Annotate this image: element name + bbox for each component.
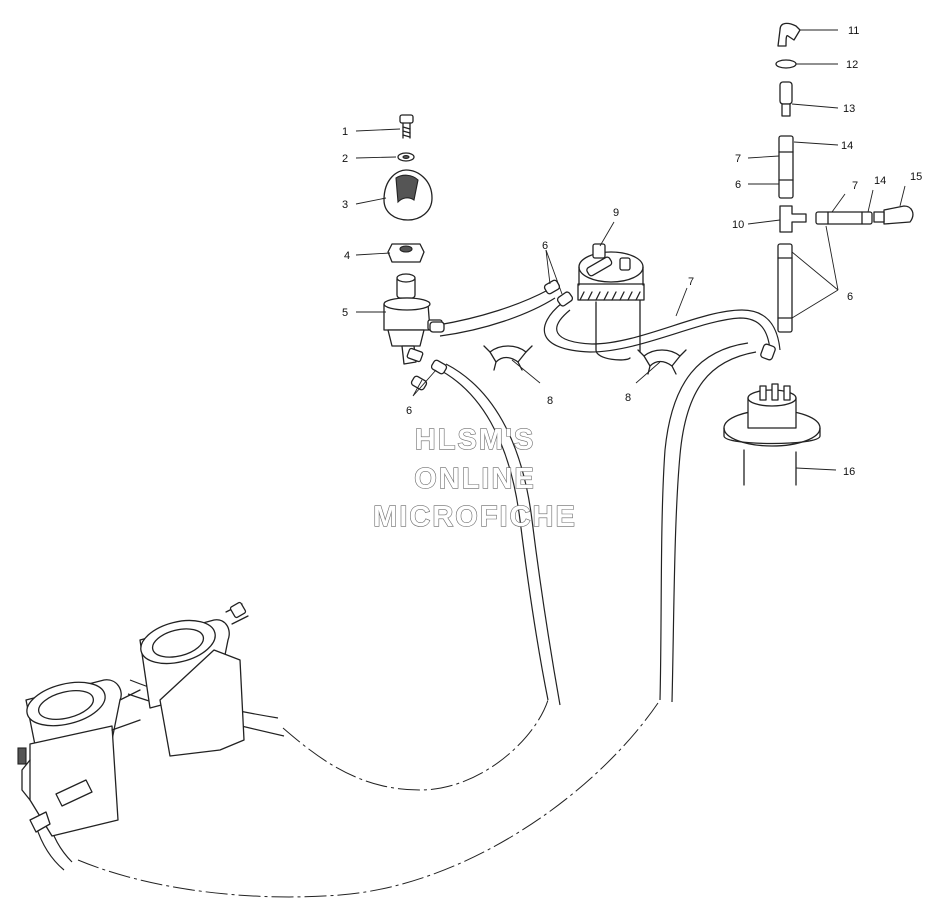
- callout-3: 3: [342, 199, 348, 211]
- callout-14-upper: 14: [841, 140, 853, 152]
- callout-13: 13: [843, 103, 855, 115]
- callout-12: 12: [846, 59, 858, 71]
- watermark: HLSM'S ONLINE MICROFICHE: [373, 423, 577, 533]
- carburetor-assembly: [17, 601, 249, 837]
- watermark-line-2: ONLINE: [414, 463, 536, 495]
- callout-6-lower-hose: 6: [406, 405, 412, 417]
- callout-16: 16: [843, 466, 855, 478]
- callout-15: 15: [910, 171, 922, 183]
- callout-6-vent-upper: 6: [735, 179, 741, 191]
- callout-9: 9: [613, 207, 619, 219]
- callout-1: 1: [342, 126, 348, 138]
- clamp-part-8a: [483, 345, 533, 371]
- bolt-part-1: [399, 114, 414, 139]
- phantom-routing-lines: [77, 699, 661, 898]
- leader-lines: [355, 29, 906, 471]
- callout-labels: 1 2 3 4 5 6 6 6 6 7 7 7 8 8 9 10 11 12 1…: [342, 25, 922, 478]
- callout-5: 5: [342, 307, 348, 319]
- tank-pickup-part-16: [723, 343, 821, 486]
- hose-clamps-part-6: [410, 279, 574, 391]
- cap-part-3: [383, 169, 433, 221]
- callout-10: 10: [732, 219, 744, 231]
- watermark-line-1: HLSM'S: [415, 424, 535, 456]
- callout-7-hose: 7: [688, 276, 694, 288]
- callout-4: 4: [344, 250, 350, 262]
- callout-6-pump-hose: 6: [542, 240, 548, 252]
- callout-14-right: 14: [874, 175, 886, 187]
- callout-2: 2: [342, 153, 348, 165]
- callout-7-vent-upper: 7: [735, 153, 741, 165]
- clamp-part-8b: [637, 349, 687, 375]
- washer-part-2: [397, 152, 415, 162]
- callout-11: 11: [848, 25, 859, 37]
- callout-7-vent-right: 7: [852, 180, 858, 192]
- callout-8-left: 8: [547, 395, 553, 407]
- callout-8-right: 8: [625, 392, 631, 404]
- fuel-filter-part-9: [577, 243, 645, 361]
- fuel-pump-part-5: [383, 273, 443, 365]
- nut-part-4: [387, 243, 425, 263]
- vent-line-assembly: [775, 22, 914, 333]
- callout-6-vent-right: 6: [847, 291, 853, 303]
- fuel-hoses: [35, 289, 781, 871]
- watermark-line-3: MICROFICHE: [373, 501, 577, 533]
